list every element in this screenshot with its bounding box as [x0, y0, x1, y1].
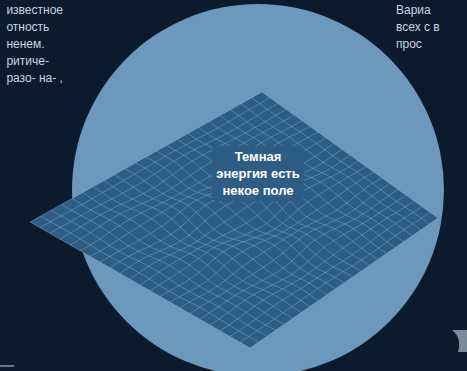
wave-grid — [30, 92, 438, 348]
grid-line — [220, 201, 414, 331]
grid-line — [240, 212, 430, 342]
node-title: Темная энергия есть некое поле — [216, 148, 300, 199]
rule-line — [0, 366, 14, 367]
grid-line — [230, 207, 422, 337]
grid-line — [80, 121, 302, 251]
grid-line — [188, 133, 378, 259]
grid-line — [199, 127, 387, 253]
grid-line — [167, 145, 361, 271]
grid-line — [72, 198, 284, 324]
plane-shape — [30, 92, 440, 350]
grid-line — [51, 210, 267, 336]
grid-line — [209, 122, 395, 248]
cut-figure — [452, 330, 467, 352]
field-plane: Темная энергия есть некое поле — [30, 92, 440, 350]
grid-line — [200, 189, 398, 319]
grid-line — [178, 139, 370, 265]
grid-line — [250, 218, 438, 348]
plane-fill — [30, 92, 438, 348]
column-fragment: Вариа всех с в прос — [396, 2, 444, 53]
grid-line — [110, 138, 326, 268]
grid-line — [190, 184, 390, 314]
grid-line — [262, 92, 438, 218]
column-fragment: известное отность ненем. ритиче- разо- н… — [6, 2, 63, 87]
grid-line — [41, 216, 259, 342]
grid-line — [83, 192, 293, 318]
grid-line — [120, 144, 334, 274]
